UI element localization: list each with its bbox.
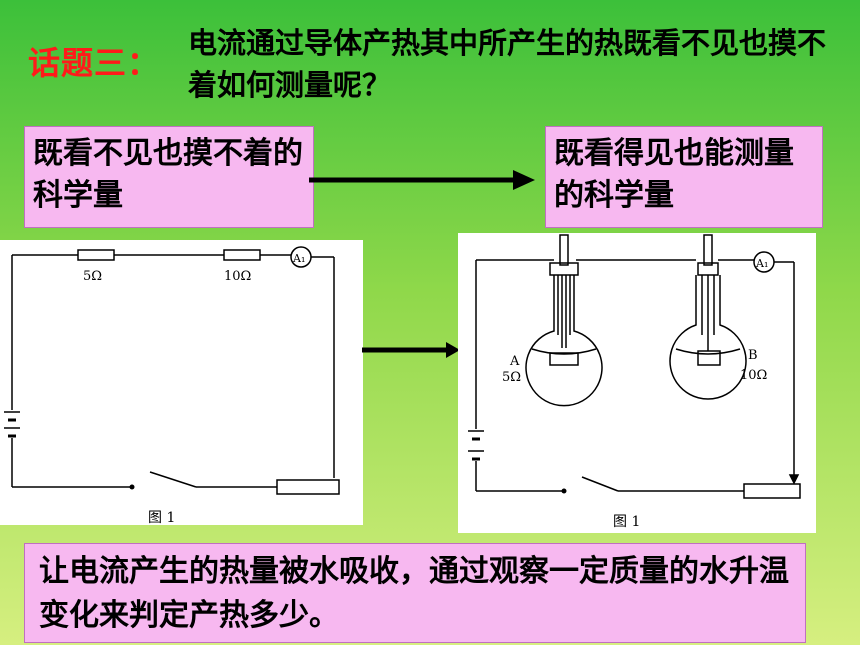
- diagram-arrow: [362, 342, 460, 358]
- battery-icon: [4, 411, 20, 438]
- topic-question: 电流通过导体产热其中所产生的热既看不见也摸不着如何测量呢？: [188, 26, 827, 102]
- flask-a-letter: A: [509, 354, 520, 369]
- flask-a: [525, 234, 603, 407]
- measurable-quantity-box: 既看得见也能测量的科学量: [545, 126, 823, 228]
- resistor-10-ohm: [223, 249, 261, 261]
- figure-caption: 图 1: [613, 514, 640, 530]
- series-circuit-svg: 5Ω 10Ω A₁ 图 1: [4, 246, 340, 526]
- flask-circuit-svg: A 5Ω B 10Ω A₁ 图 1: [468, 234, 801, 530]
- transform-arrow: [309, 170, 535, 190]
- ammeter-label: A₁: [755, 257, 768, 270]
- ammeter-label: A₁: [292, 252, 305, 265]
- flask-b-resistance: 10Ω: [740, 368, 767, 383]
- rheostat: [743, 483, 801, 499]
- flask-a-resistance: 5Ω: [502, 370, 521, 385]
- conclusion-box: 让电流产生的热量被水吸收，通过观察一定质量的水升温变化来判定产热多少。: [24, 543, 806, 643]
- invisible-quantity-box: 既看不见也摸不着的科学量: [24, 126, 314, 228]
- resistor-5-ohm: [77, 249, 115, 261]
- series-circuit-diagram: 5Ω 10Ω A₁ 图 1: [0, 240, 363, 526]
- flask-b: [669, 234, 747, 400]
- flask-circuit-diagram: A 5Ω B 10Ω A₁ 图 1: [458, 233, 816, 533]
- figure-caption: 图 1: [148, 510, 175, 525]
- topic-label: 话题三：: [28, 44, 161, 82]
- flask-b-letter: B: [748, 348, 758, 363]
- r2-label: 10Ω: [224, 269, 251, 284]
- rheostat: [276, 479, 340, 495]
- r1-label: 5Ω: [83, 269, 102, 284]
- battery-icon: [468, 430, 484, 461]
